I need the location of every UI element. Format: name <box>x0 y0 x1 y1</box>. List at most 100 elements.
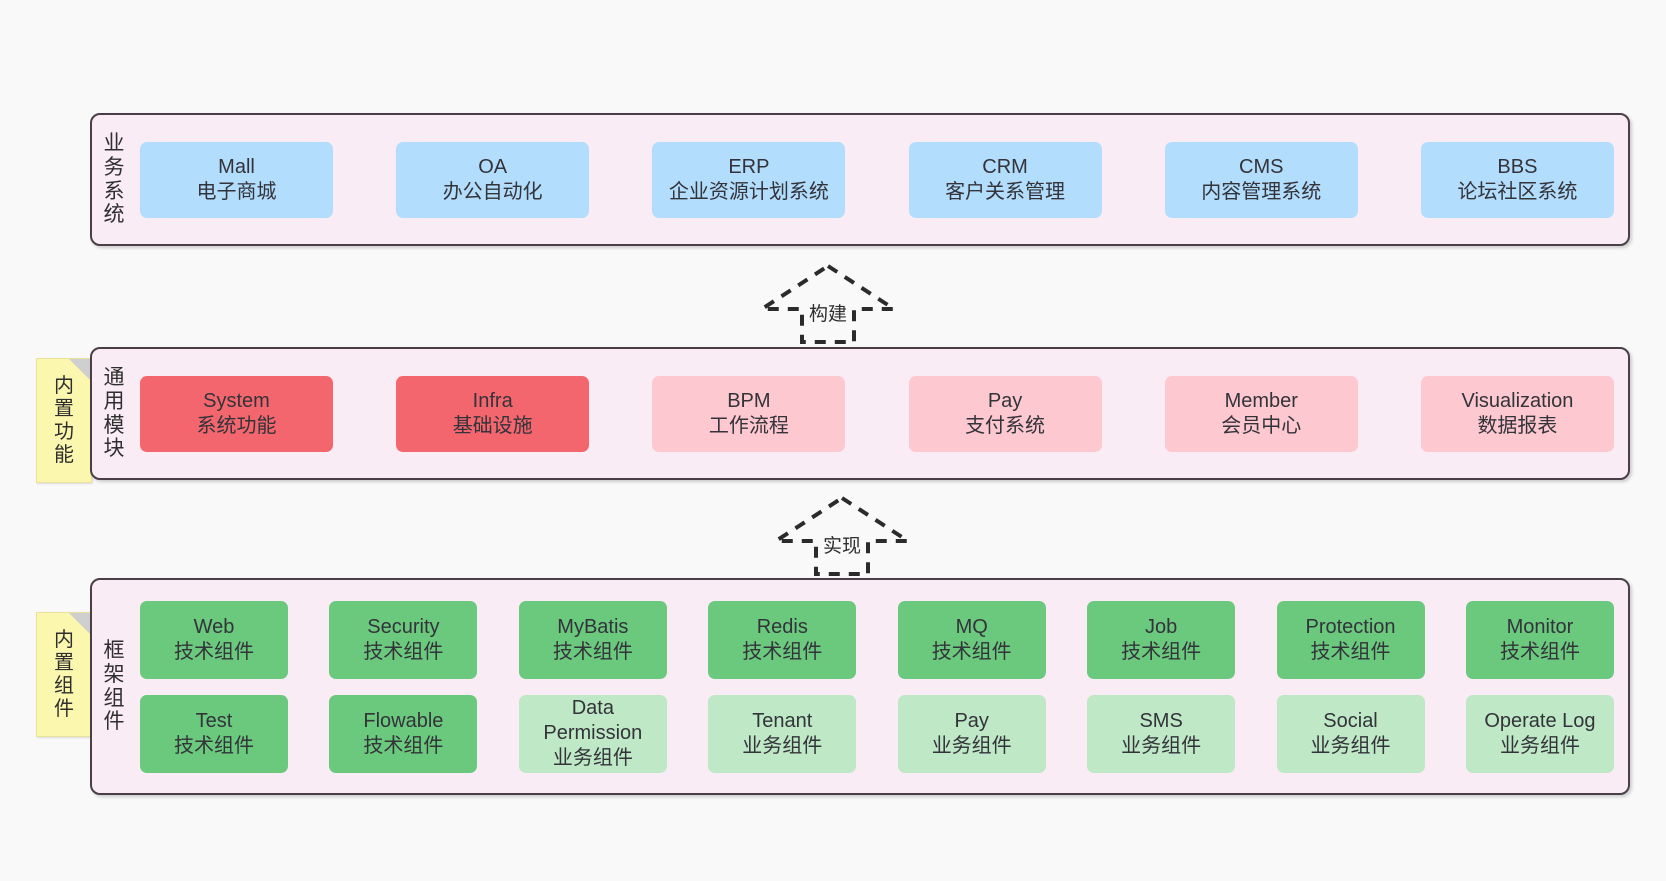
card-title: CRM <box>982 155 1028 178</box>
card-subtitle: 基础设施 <box>452 414 533 437</box>
card-title: Monitor <box>1506 615 1574 638</box>
sticky-char: 组 <box>54 674 74 697</box>
card-title: CMS <box>1239 155 1284 178</box>
card-title: Job <box>1144 615 1178 638</box>
card-pay-business[interactable]: Pay 业务组件 <box>897 694 1046 773</box>
layer-title-framework-components: 框 架 组 件 <box>92 580 136 793</box>
card-title: Protection <box>1305 615 1396 638</box>
card-title: Pay <box>987 389 1023 412</box>
sticky-char: 件 <box>54 697 74 720</box>
title-char: 框 <box>103 639 125 663</box>
card-subtitle: 技术组件 <box>363 640 444 663</box>
card-social[interactable]: Social 业务组件 <box>1276 694 1425 773</box>
card-bpm[interactable]: BPM 工作流程 <box>652 375 846 452</box>
card-subtitle: 技术组件 <box>363 734 444 757</box>
dashed-hollow-arrow-up-icon <box>755 263 901 344</box>
card-subtitle: 业务组件 <box>1310 734 1391 757</box>
card-erp[interactable]: ERP 企业资源计划系统 <box>652 141 846 218</box>
card-member[interactable]: Member 会员中心 <box>1164 375 1358 452</box>
card-row: Web 技术组件 Security 技术组件 MyBatis 技术组件 Redi… <box>140 600 1614 679</box>
card-crm[interactable]: CRM 客户关系管理 <box>908 141 1102 218</box>
card-flowable[interactable]: Flowable 技术组件 <box>329 694 478 773</box>
fold-corner-icon <box>69 613 91 635</box>
card-subtitle: 技术组件 <box>931 640 1012 663</box>
card-row: System 系统功能 Infra 基础设施 BPM 工作流程 Pay 支付系统… <box>140 375 1614 452</box>
title-char: 统 <box>103 203 125 227</box>
card-security[interactable]: Security 技术组件 <box>329 600 478 679</box>
card-title: Mall <box>218 155 255 178</box>
card-title: Web <box>193 615 235 638</box>
card-title: MyBatis <box>557 615 629 638</box>
card-oa[interactable]: OA 办公自动化 <box>396 141 590 218</box>
card-subtitle: 技术组件 <box>174 734 254 757</box>
sticky-char: 置 <box>54 651 74 674</box>
card-subtitle: 技术组件 <box>1310 640 1391 663</box>
card-subtitle: 技术组件 <box>742 640 823 663</box>
card-subtitle: 办公自动化 <box>442 180 543 203</box>
card-visualization[interactable]: Visualization 数据报表 <box>1420 375 1614 452</box>
card-job[interactable]: Job 技术组件 <box>1087 600 1236 679</box>
card-test[interactable]: Test 技术组件 <box>140 694 288 773</box>
card-title: SMS <box>1139 709 1183 732</box>
card-infra[interactable]: Infra 基础设施 <box>396 375 590 452</box>
title-char: 架 <box>103 662 125 686</box>
card-title: Data Permission <box>543 697 643 745</box>
layer-body-business-systems: Mall 电子商城 OA 办公自动化 ERP 企业资源计划系统 CRM 客户关系… <box>136 115 1628 244</box>
card-title: Operate Log <box>1484 709 1596 732</box>
title-char: 组 <box>103 686 125 710</box>
card-subtitle: 业务组件 <box>552 746 633 769</box>
card-bbs[interactable]: BBS 论坛社区系统 <box>1420 141 1614 218</box>
card-title: BPM <box>727 389 771 412</box>
title-char: 块 <box>103 437 125 461</box>
card-title: Tenant <box>752 709 813 732</box>
card-subtitle: 电子商城 <box>196 180 277 203</box>
card-subtitle: 技术组件 <box>1121 640 1202 663</box>
card-redis[interactable]: Redis 技术组件 <box>708 600 857 679</box>
card-subtitle: 业务组件 <box>1121 734 1202 757</box>
card-title: Security <box>367 615 440 638</box>
card-subtitle: 技术组件 <box>174 640 254 663</box>
card-tenant[interactable]: Tenant 业务组件 <box>708 694 857 773</box>
sticky-char: 能 <box>54 443 74 466</box>
connector-label: 构建 <box>808 304 848 325</box>
connector-label: 实现 <box>822 536 862 557</box>
sticky-char: 功 <box>54 420 74 443</box>
card-subtitle: 数据报表 <box>1477 414 1558 437</box>
card-monitor[interactable]: Monitor 技术组件 <box>1465 600 1614 679</box>
sticky-char: 置 <box>54 397 74 420</box>
card-subtitle: 企业资源计划系统 <box>668 180 829 203</box>
card-operate-log[interactable]: Operate Log 业务组件 <box>1465 694 1614 773</box>
card-title: System <box>203 389 270 412</box>
layer-business-systems: 业 务 系 统 Mall 电子商城 OA 办公自动化 ERP 企业资源计划系统 <box>90 113 1630 246</box>
card-subtitle: 业务组件 <box>742 734 823 757</box>
title-char: 模 <box>103 413 125 437</box>
card-title: ERP <box>728 155 770 178</box>
card-subtitle: 业务组件 <box>931 734 1012 757</box>
card-subtitle: 会员中心 <box>1221 414 1302 437</box>
card-title: Pay <box>954 709 989 732</box>
card-title: OA <box>478 155 508 178</box>
sticky-note-builtin-components: 内 置 组 件 <box>36 612 92 737</box>
card-row: Mall 电子商城 OA 办公自动化 ERP 企业资源计划系统 CRM 客户关系… <box>140 141 1614 218</box>
card-data-permission[interactable]: Data Permission 业务组件 <box>518 694 667 773</box>
card-sms[interactable]: SMS 业务组件 <box>1087 694 1236 773</box>
card-subtitle: 系统功能 <box>196 414 277 437</box>
card-title: MQ <box>955 615 988 638</box>
card-web[interactable]: Web 技术组件 <box>140 600 288 679</box>
card-subtitle: 支付系统 <box>965 414 1046 437</box>
card-mall[interactable]: Mall 电子商城 <box>140 141 333 218</box>
layer-framework-components: 框 架 组 件 Web 技术组件 Security 技术组件 MyBatis 技… <box>90 578 1630 795</box>
card-mybatis[interactable]: MyBatis 技术组件 <box>518 600 667 679</box>
card-subtitle: 技术组件 <box>1499 640 1580 663</box>
card-subtitle: 论坛社区系统 <box>1457 180 1578 203</box>
card-mq[interactable]: MQ 技术组件 <box>897 600 1046 679</box>
connector-realize: 实现 <box>769 494 915 576</box>
card-system[interactable]: System 系统功能 <box>140 375 333 452</box>
card-cms[interactable]: CMS 内容管理系统 <box>1164 141 1358 218</box>
layer-title-business-systems: 业 务 系 统 <box>92 115 136 244</box>
card-protection[interactable]: Protection 技术组件 <box>1276 600 1425 679</box>
title-char: 业 <box>103 132 125 156</box>
card-title: Redis <box>756 615 808 638</box>
card-pay[interactable]: Pay 支付系统 <box>908 375 1102 452</box>
card-title: BBS <box>1497 155 1538 178</box>
